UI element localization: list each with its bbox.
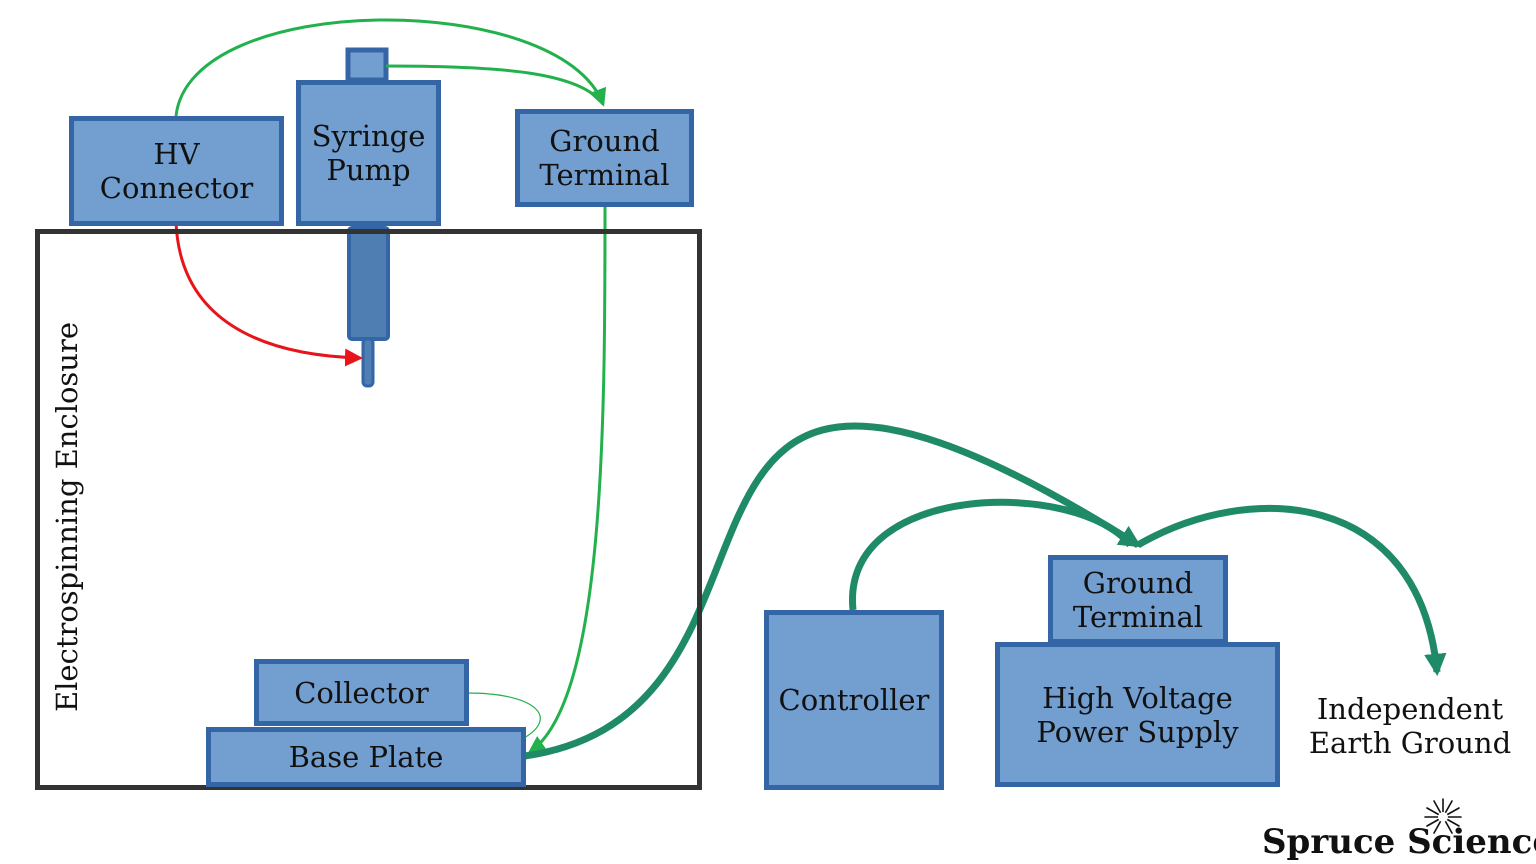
- wire-ground-terminal-to-base-plate: [527, 204, 607, 754]
- earth-ground-label: Independent Earth Ground: [1308, 692, 1512, 760]
- wire-ground-terminal-to-earth-ground: [1136, 505, 1447, 677]
- wire-controller-to-ground-terminal: [849, 498, 1133, 611]
- sunburst-logo-icon: [1424, 798, 1462, 834]
- wire-hv-connector-to-ground-terminal: [174, 18, 607, 117]
- spruce-science-logo: Spruce Science: [1262, 822, 1536, 862]
- base-plate-box: Base Plate: [206, 727, 526, 787]
- syringe-pump-box: Syringe Pump: [296, 80, 441, 226]
- enclosure-label: Electrospinning Enclosure: [50, 321, 84, 713]
- wire-syringe-to-ground-terminal: [385, 64, 605, 105]
- ground-terminal-top-box: Ground Terminal: [515, 109, 694, 207]
- syringe-plunger-cap: [345, 47, 389, 83]
- hv-connector-box: HV Connector: [69, 116, 284, 226]
- controller-box: Controller: [764, 610, 944, 790]
- electrospinning-enclosure: [35, 229, 702, 790]
- syringe-needle: [361, 337, 375, 388]
- wire-collector-to-base-plate: [466, 692, 541, 741]
- wire-base-plate-to-ground-terminal: [524, 422, 1142, 760]
- collector-box: Collector: [254, 659, 469, 726]
- ground-terminal-bottom-box: Ground Terminal: [1048, 555, 1228, 644]
- wire-hv-connector-to-needle: [174, 221, 363, 367]
- hv-power-supply-box: High Voltage Power Supply: [995, 642, 1280, 787]
